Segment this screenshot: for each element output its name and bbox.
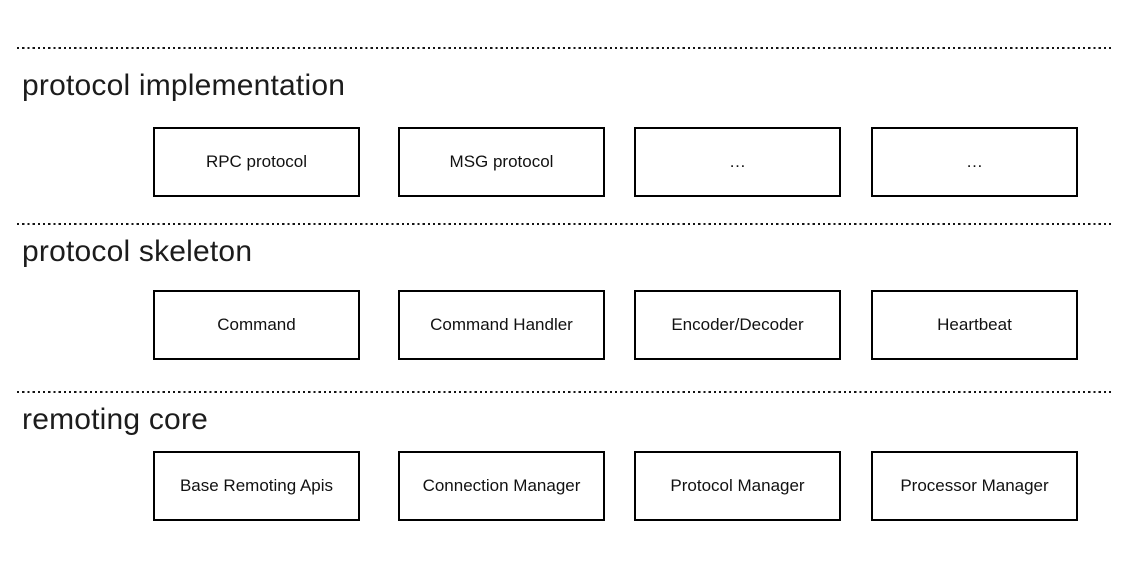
- box-rpc-protocol: RPC protocol: [153, 127, 360, 197]
- section-label-protocol-skeleton: protocol skeleton: [22, 235, 253, 268]
- box-connection-manager: Connection Manager: [398, 451, 605, 521]
- box-protocol-manager: Protocol Manager: [634, 451, 841, 521]
- section-label-remoting-core: remoting core: [22, 403, 209, 436]
- box-command-handler: Command Handler: [398, 290, 605, 360]
- separator-line-protocol-implementation: [17, 47, 1113, 49]
- separator-line-remoting-core: [17, 391, 1113, 393]
- box-processor-manager: Processor Manager: [871, 451, 1078, 521]
- box-base-remoting-apis: Base Remoting Apis: [153, 451, 360, 521]
- box-encoder-decoder: Encoder/Decoder: [634, 290, 841, 360]
- box-heartbeat: Heartbeat: [871, 290, 1078, 360]
- box-ellipsis-1: …: [634, 127, 841, 197]
- section-label-protocol-implementation: protocol implementation: [22, 69, 346, 102]
- box-ellipsis-2: …: [871, 127, 1078, 197]
- box-msg-protocol: MSG protocol: [398, 127, 605, 197]
- box-command: Command: [153, 290, 360, 360]
- separator-line-protocol-skeleton: [17, 223, 1113, 225]
